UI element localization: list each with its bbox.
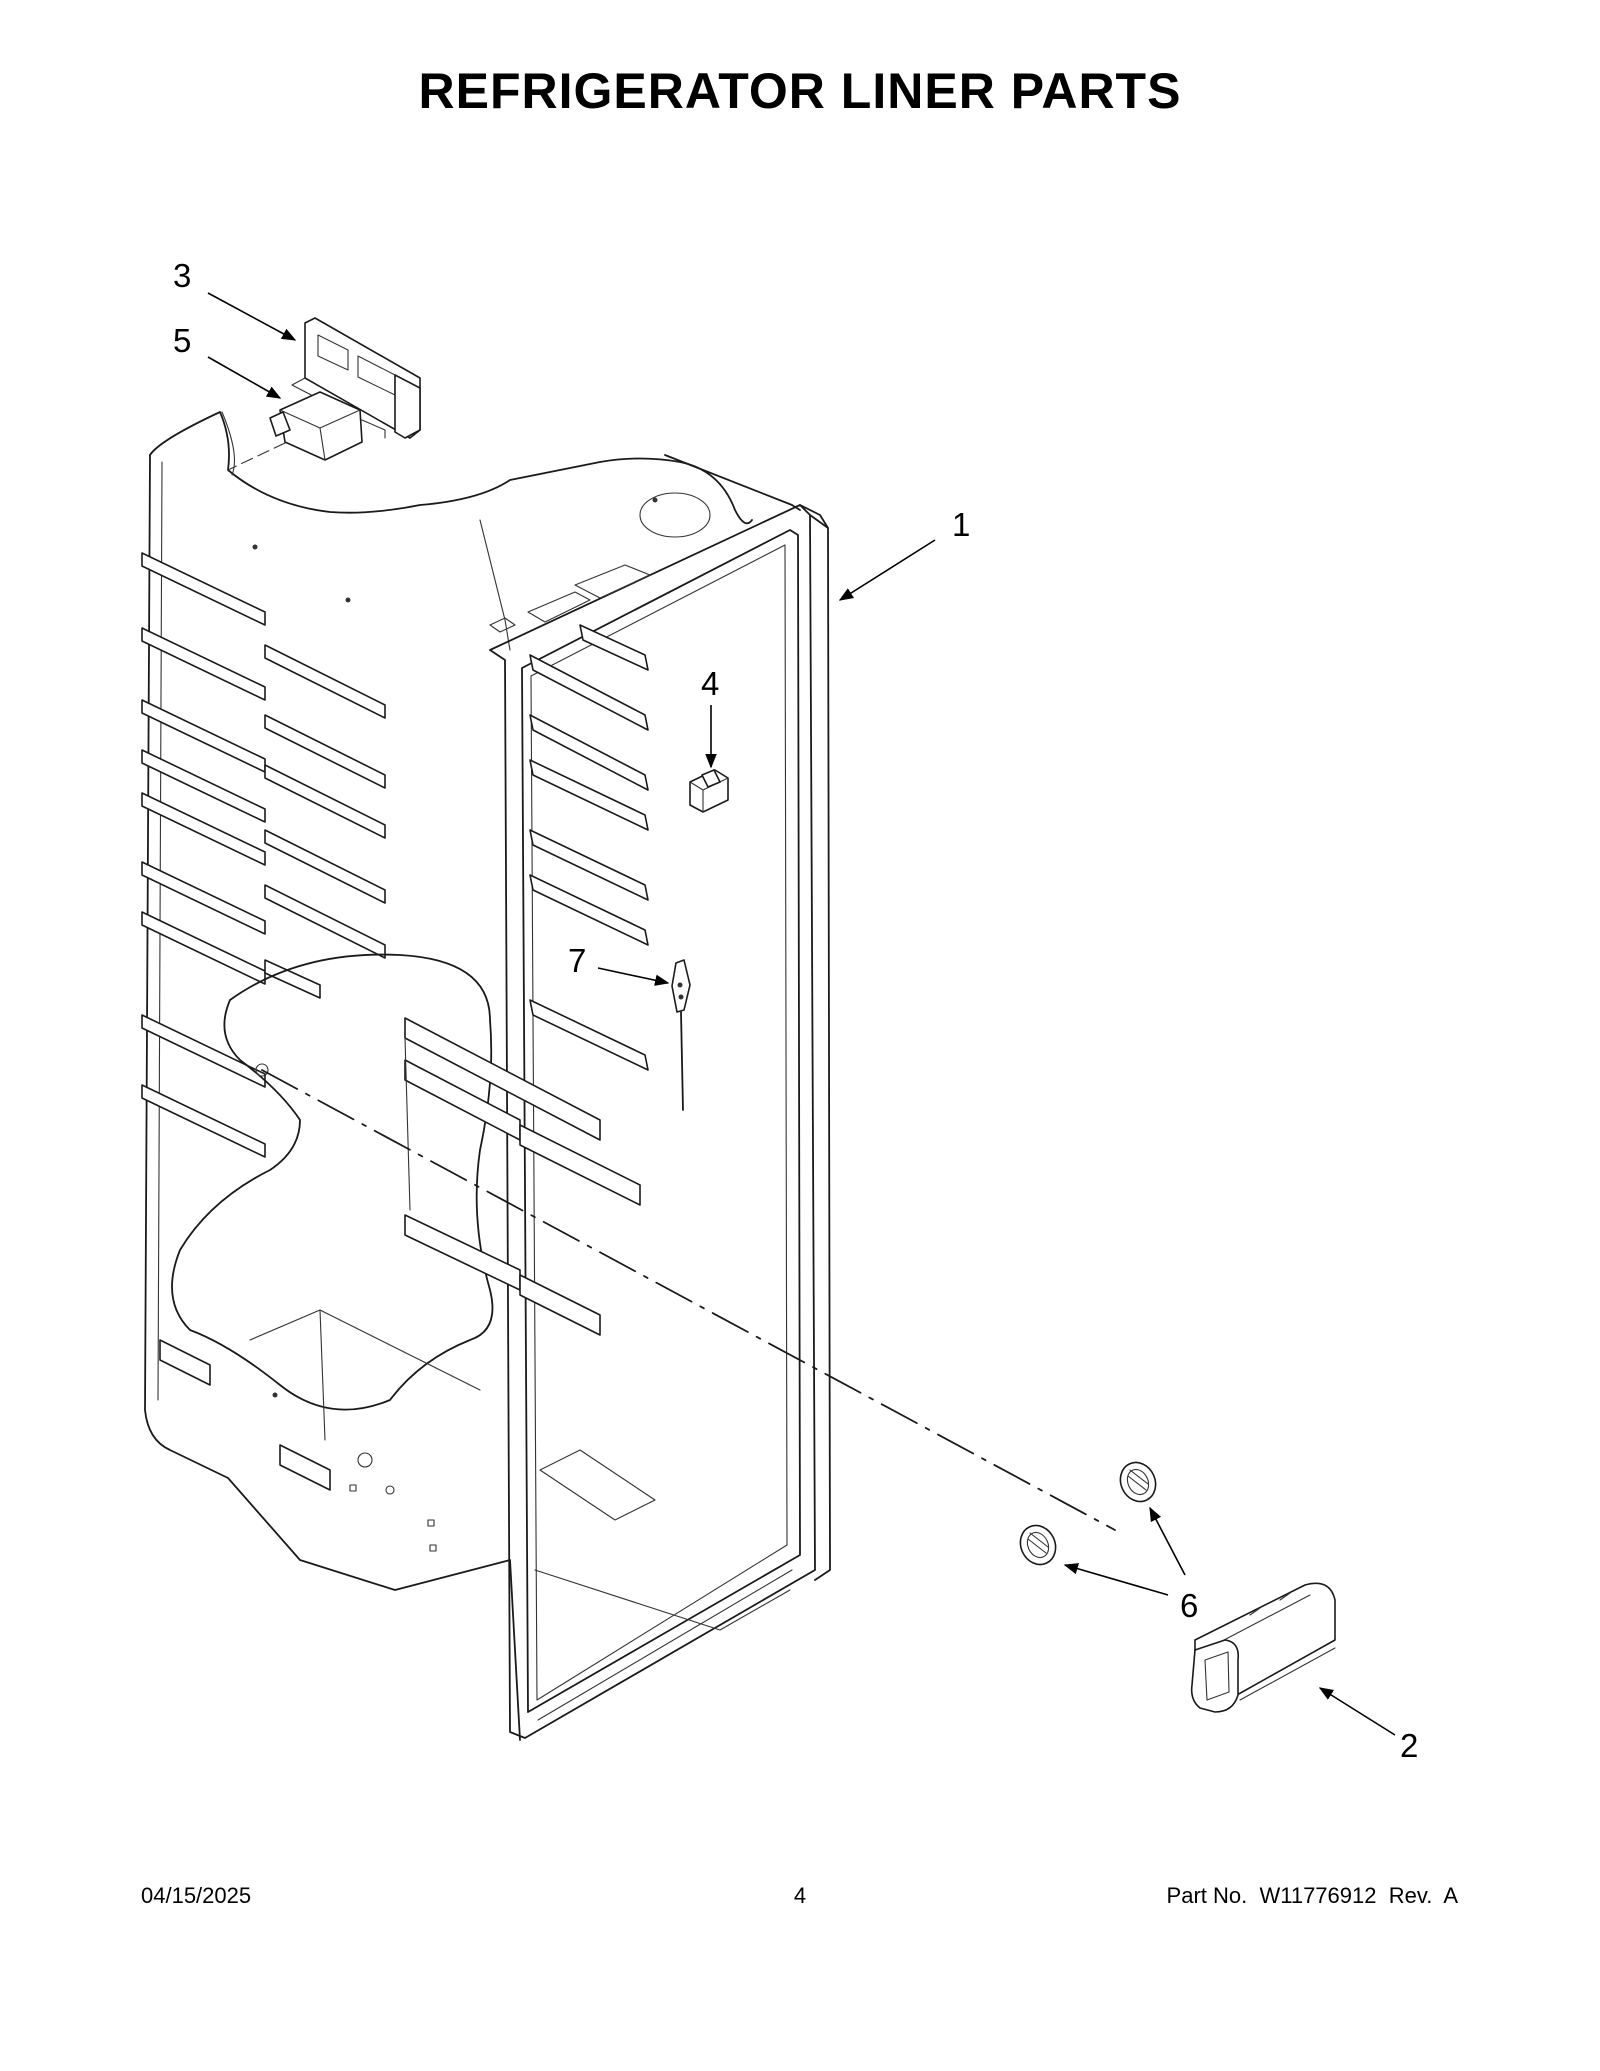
callout-arrows [207,292,1396,1736]
part-5-housing [269,391,386,461]
callout-6: 6 [1180,1587,1198,1624]
callout-4: 4 [701,665,719,702]
right-shelf-rails [529,624,649,1071]
callout-2: 2 [1400,1727,1418,1764]
callout-1: 1 [952,506,970,543]
callout-7: 7 [568,942,586,979]
refrigerator-liner [141,411,831,1741]
callout-5: 5 [173,322,191,359]
left-shelf-rails [141,552,386,1158]
part-3-bracket [291,317,421,439]
page-title: REFRIGERATOR LINER PARTS [418,63,1182,119]
footer-part-number: Part No. W11776912 Rev. A [1166,1883,1458,1908]
part-4-clip [689,769,729,813]
footer-date: 04/15/2025 [141,1883,252,1908]
footer-page-number: 4 [793,1883,807,1908]
part-7-sensor [671,959,691,1111]
callout-3: 3 [173,257,191,294]
part-2-trim [1190,1582,1336,1713]
part-6-cap-lower [1019,1524,1057,1566]
part-6-cap-upper [1119,1461,1157,1503]
